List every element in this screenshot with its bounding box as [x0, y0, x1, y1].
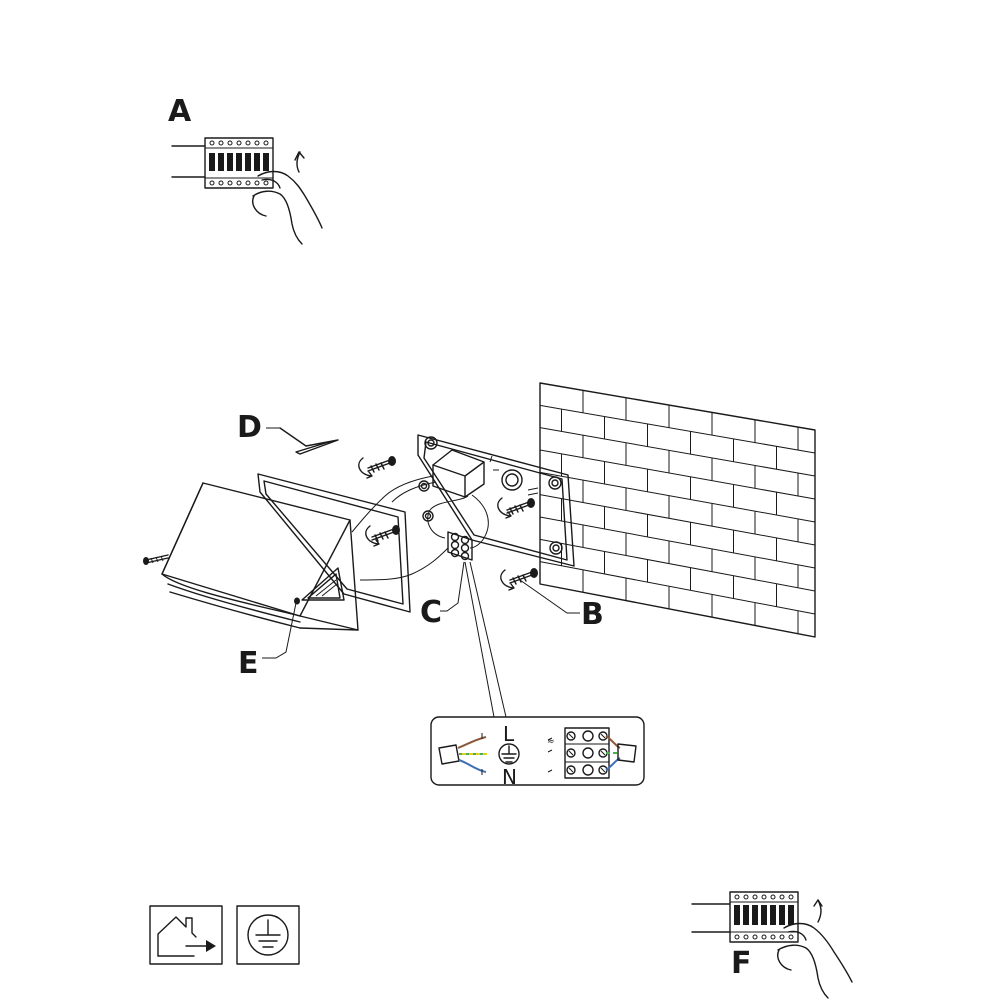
wire-label-live: L: [503, 722, 515, 746]
wire-label-neutral: N: [502, 765, 517, 789]
screw-icon: [358, 455, 539, 591]
step-d-allen-key: D: [237, 410, 339, 455]
label-b: B: [581, 597, 604, 632]
earth-symbol-icon: [236, 905, 300, 965]
svg-text:≈: ≈: [547, 737, 555, 747]
neutral-wire: [458, 759, 487, 773]
circuit-breaker-on-icon: [691, 891, 823, 943]
label-f: F: [731, 946, 752, 981]
glass-frame: [257, 473, 411, 613]
step-f-breaker-panel: F: [691, 891, 853, 999]
mounting-plate: [351, 434, 575, 581]
live-wire: [457, 736, 487, 749]
hand-pointer-icon: [252, 170, 323, 245]
indoor-use-house-icon: [149, 905, 223, 965]
earth-symbol-icon: [498, 743, 520, 765]
brick-wall: [539, 382, 816, 638]
step-b-screw-label: B: [519, 579, 604, 632]
label-a: A: [168, 94, 192, 129]
terminal-block-icon: ≈: [547, 727, 610, 779]
step-e-screw-label: E: [238, 602, 297, 681]
wiring-detail-box: L N ≈: [430, 716, 645, 789]
hand-pointer-icon: [777, 922, 853, 999]
step-a-breaker-panel: A: [168, 94, 323, 245]
screw-icon: [143, 554, 169, 565]
label-c: C: [420, 595, 442, 630]
label-d: D: [237, 410, 262, 445]
step-c-terminal-label: C: [420, 561, 507, 718]
label-e: E: [238, 646, 259, 681]
light-housing: [143, 482, 359, 631]
terminal-block-icon: [447, 531, 473, 561]
circuit-breaker-off-icon: [171, 137, 305, 189]
brick-mortar-lines: [539, 390, 816, 634]
